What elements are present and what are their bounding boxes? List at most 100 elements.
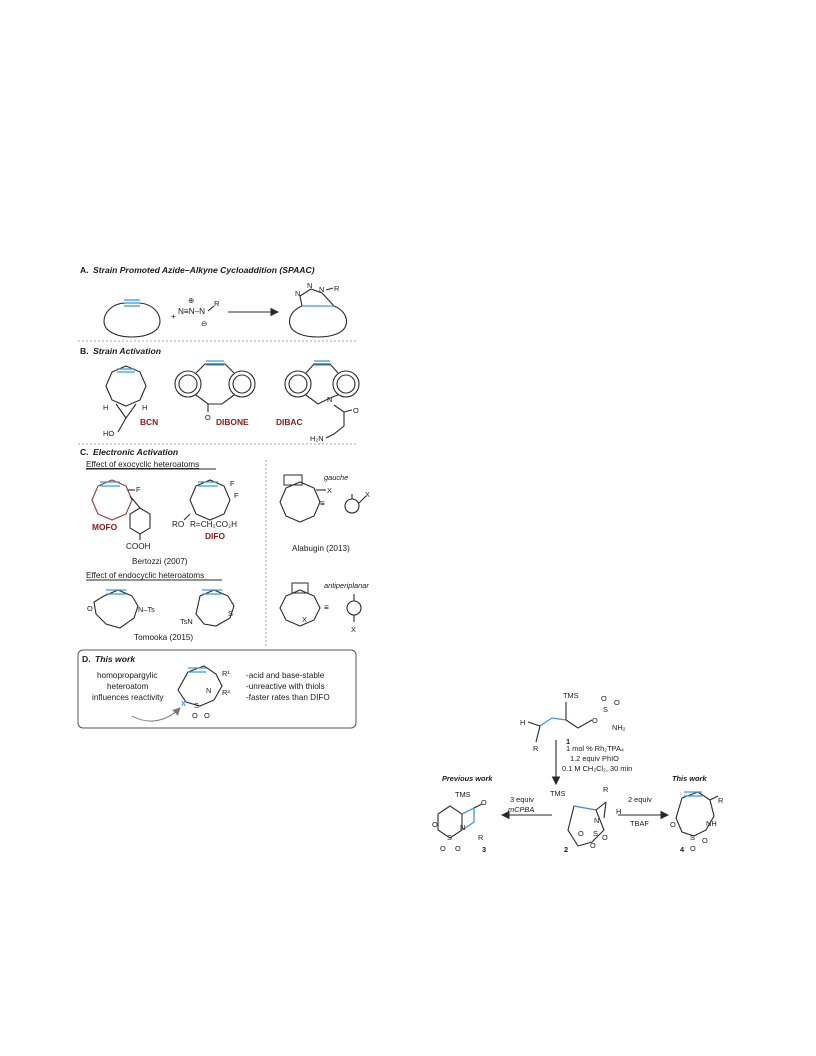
- difo-r-def: R=CH₂CO₂H: [190, 520, 237, 529]
- cmpd3-label: 3: [482, 845, 486, 854]
- section-d: D. This work homopropargylic heteroatom …: [77, 649, 357, 729]
- this-work-o2: O: [204, 711, 210, 720]
- dibac-h2n: H₂N: [310, 434, 324, 443]
- cmpd3-lactam: [461, 806, 475, 831]
- cmpd4-nh: NH: [706, 819, 717, 828]
- cmpd2-label: 2: [564, 845, 568, 854]
- reaction-scheme: TMS H R O S O O NH₂ 1 1 mol % Rh₂TPA₄ 1.…: [432, 691, 723, 854]
- cond-phio: 1.2 equiv PhIO: [570, 754, 619, 763]
- prop-thiols: -unreactive with thiols: [246, 682, 325, 691]
- antiperiplanar-ring: [279, 589, 321, 627]
- section-c: C. Electronic Activation Effect of exocy…: [80, 447, 370, 648]
- azide-r: R: [214, 299, 219, 308]
- cmpd2-h: H: [616, 807, 621, 816]
- cmpd2-s: S: [593, 829, 598, 838]
- cmpd1-label: 1: [566, 737, 570, 746]
- cmpd3-so2: O: [455, 844, 461, 853]
- cmpd2-so2: O: [602, 833, 608, 842]
- cmpd4-r-bond: [709, 795, 719, 801]
- dibac-benzene-left: [284, 370, 312, 398]
- section-b-title: Strain Activation: [93, 346, 161, 356]
- dibac-benzene-left-inner: [288, 374, 308, 394]
- cond-solvent: 0.1 M CH₂Cl₂, 30 min: [562, 764, 632, 773]
- cmpd2-aziridine-1: [595, 801, 607, 811]
- section-b: B. Strain Activation HO H H BCN O DIBONE: [80, 346, 360, 443]
- this-work-s: S: [194, 701, 199, 710]
- dibac-benzene-right: [332, 370, 360, 398]
- cmpd1-nh2: NH₂: [612, 723, 626, 732]
- alabugin-orbital: [283, 474, 303, 486]
- section-a: A. Strain Promoted Azide–Alkyne Cycloadd…: [80, 265, 348, 338]
- cmpd1-h-bond: [527, 721, 541, 727]
- antiperiplanar-orbital: [291, 582, 309, 594]
- newman-anti: [346, 600, 362, 616]
- this-work-n: N: [206, 686, 211, 695]
- triazole-5ring: [299, 288, 335, 307]
- cmpd3-ring-o: O: [432, 820, 438, 829]
- right-cond-equiv: 2 equiv: [628, 795, 652, 804]
- azide-label: N≡N–N: [178, 307, 205, 316]
- cmpd4-so2: O: [690, 844, 696, 853]
- dibone-benzene-right: [228, 370, 256, 398]
- dibone-benzene-left: [174, 370, 202, 398]
- dibone-bridge-bottom: [195, 394, 235, 405]
- cmpd2-tms: TMS: [550, 789, 566, 798]
- alabugin-x: X: [327, 486, 332, 495]
- triazole-r-bond: [325, 287, 334, 291]
- azide-minus-charge: ⊖: [201, 319, 207, 328]
- endo-heading: Effect of endocyclic heteroatoms: [86, 571, 204, 580]
- cmpd3-co: [473, 803, 483, 809]
- bcn-ho: HO: [103, 429, 114, 438]
- dibone-o: O: [205, 413, 211, 422]
- cmpd2-ring: [567, 805, 605, 847]
- triazole-ring: [288, 305, 348, 338]
- gauche-label: gauche: [324, 473, 348, 482]
- bcn-ch2: [117, 417, 127, 433]
- left-cond-equiv: 3 equiv: [510, 795, 534, 804]
- triazole-n3: N: [319, 285, 324, 294]
- cmpd3-s: S: [447, 833, 452, 842]
- difo-f1: F: [230, 479, 235, 488]
- mofo-label: MOFO: [92, 522, 118, 532]
- tomooka-s: S: [228, 609, 233, 618]
- section-d-title: This work: [95, 654, 136, 664]
- curved-arrow-d: [131, 707, 181, 722]
- exo-heading: Effect of exocyclic heteroatoms: [86, 460, 199, 469]
- mofo-benzene: [129, 507, 151, 535]
- cmpd2-o: O: [578, 829, 584, 838]
- cmpd2-r: R: [603, 785, 608, 794]
- section-c-letter: C.: [80, 447, 89, 457]
- cmpd2-aziridine-2: [603, 801, 607, 819]
- this-work-ring: [177, 665, 223, 707]
- dibac-label: DIBAC: [276, 417, 303, 427]
- newman-gauche-x-bond: [358, 495, 367, 504]
- triazole-n2: N: [307, 281, 312, 290]
- cmpd1-h: H: [520, 718, 525, 727]
- right-cond-tbaf: TBAF: [630, 819, 649, 828]
- bcn-h1: H: [103, 403, 108, 412]
- cmpd4-r: R: [718, 796, 723, 805]
- dibone-benzene-right-inner: [232, 374, 252, 394]
- cmpd4-o: O: [670, 820, 676, 829]
- triazole-r: R: [334, 284, 339, 293]
- tomooka-ring-2: [195, 589, 235, 627]
- mofo-cooh: COOH: [126, 542, 151, 551]
- azide-r-bond: [207, 305, 215, 312]
- newman-gauche-x: X: [365, 490, 370, 499]
- cmpd3-tms: TMS: [455, 790, 471, 799]
- antiperiplanar-label: antiperiplanar: [324, 581, 369, 590]
- section-a-title: Strain Promoted Azide–Alkyne Cycloadditi…: [93, 265, 315, 275]
- newman-anti-x: X: [351, 625, 356, 634]
- this-work-r1: R¹: [222, 669, 230, 678]
- dibone-bridge-top: [195, 363, 235, 374]
- cmpd4-label: 4: [680, 845, 685, 854]
- cmpd1-tms: TMS: [563, 691, 579, 700]
- note-homopropargylic: homopropargylic: [97, 671, 158, 680]
- note-heteroatom: heteroatom: [107, 682, 149, 691]
- cond-rh: 1 mol % Rh₂TPA₄: [566, 744, 624, 753]
- cmpd4-s: S: [690, 833, 695, 842]
- azide-plus-charge: ⊕: [188, 296, 194, 305]
- cmpd1-r: R: [533, 744, 538, 753]
- bcn-label: BCN: [140, 417, 158, 427]
